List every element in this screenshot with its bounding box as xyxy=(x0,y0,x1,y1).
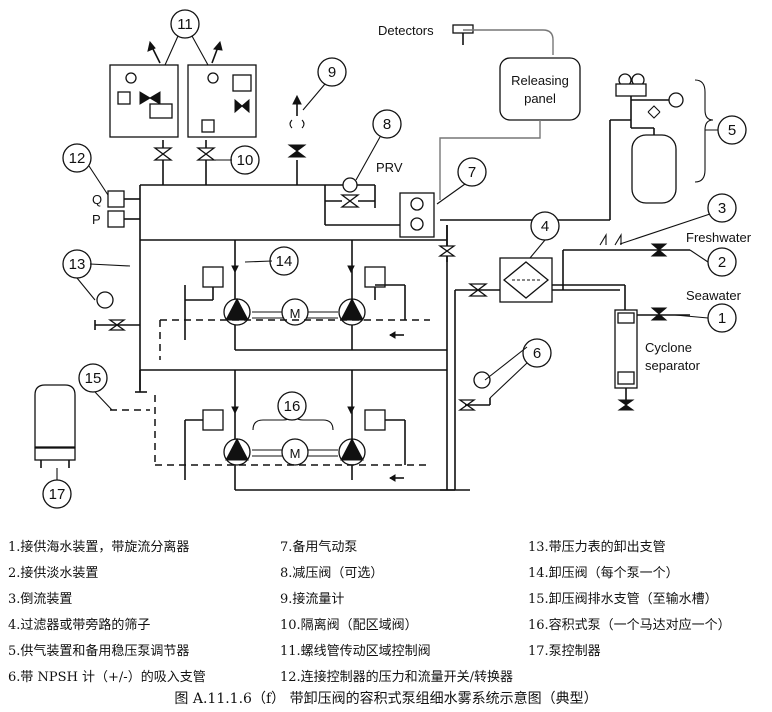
legend-item: 6.带 NPSH 计（+/-）的吸入支管 xyxy=(8,670,206,685)
branches xyxy=(94,291,491,411)
legend-item: 9.接流量计 xyxy=(280,592,345,607)
svg-text:Detectors: Detectors xyxy=(378,23,434,38)
legend-item: 5.供气装置和备用稳压泵调节器 xyxy=(8,644,190,659)
svg-text:10: 10 xyxy=(237,152,254,169)
svg-text:5: 5 xyxy=(728,122,736,139)
svg-text:17: 17 xyxy=(49,486,66,503)
svg-text:9: 9 xyxy=(328,64,336,81)
relief-valve-icon xyxy=(202,409,224,431)
legend-item: 17.泵控制器 xyxy=(528,644,601,659)
legend-item: 12.连接控制器的压力和流量开关/转换器 xyxy=(280,670,514,685)
schematic-diagram: M M xyxy=(34,9,752,509)
svg-text:14: 14 xyxy=(276,253,293,270)
motor-icon xyxy=(281,298,309,326)
flow-meter-valve-icon xyxy=(287,144,307,158)
svg-text:M: M xyxy=(290,306,301,321)
legend-item: 7.备用气动泵 xyxy=(280,540,358,555)
svg-text:4: 4 xyxy=(541,218,549,235)
figure-caption: 图 A.11.1.6（f） 带卸压阀的容积式泵组细水雾系统示意图（典型） xyxy=(174,691,598,707)
svg-text:Freshwater: Freshwater xyxy=(686,230,752,245)
svg-text:13: 13 xyxy=(69,256,86,273)
relief-valve-icon xyxy=(364,409,386,431)
svg-text:8: 8 xyxy=(383,116,391,133)
pump-unit-1: M xyxy=(159,240,430,360)
zone-control-valves xyxy=(109,40,307,161)
legend-item: 2.接供淡水装置 xyxy=(8,566,99,581)
svg-text:1: 1 xyxy=(718,310,726,327)
svg-text:Releasing: Releasing xyxy=(511,73,569,88)
motor-icon xyxy=(281,438,309,466)
release-system: Detectors Releasing panel xyxy=(378,23,581,200)
svg-text:16: 16 xyxy=(284,398,301,415)
svg-text:Q: Q xyxy=(92,192,102,207)
pump-unit-2: M xyxy=(110,370,430,490)
svg-text:15: 15 xyxy=(85,370,102,387)
svg-text:7: 7 xyxy=(468,164,476,181)
svg-text:separator: separator xyxy=(645,358,701,373)
relief-valve-icon xyxy=(364,266,386,288)
legend-item: 14.卸压阀（每个泵一个） xyxy=(528,566,679,581)
legend-item: 16.容积式泵（一个马达对应一个） xyxy=(528,618,731,633)
legend: 1.接供海水装置，带旋流分离器 2.接供淡水装置 3.倒流装置 4.过滤器或带旁… xyxy=(0,528,772,688)
pump-controller xyxy=(34,384,76,468)
svg-text:12: 12 xyxy=(69,150,86,167)
legend-item: 8.减压阀（可选） xyxy=(280,566,384,581)
relief-valve-icon xyxy=(202,266,224,288)
svg-text:Cyclone: Cyclone xyxy=(645,340,692,355)
switches: Q P xyxy=(92,190,140,228)
water-supply: Freshwater Seawater Cyclone separator xyxy=(468,230,752,411)
svg-text:2: 2 xyxy=(718,254,726,271)
svg-text:11: 11 xyxy=(177,16,193,33)
air-supply xyxy=(610,73,714,204)
legend-item: 10.隔离阀（配区域阀） xyxy=(280,618,418,633)
svg-text:panel: panel xyxy=(524,91,556,106)
legend-item: 15.卸压阀排水支管（至输水槽） xyxy=(528,592,718,607)
callouts: 1 2 3 4 5 6 7 8 9 10 11 12 13 14 15 16 1… xyxy=(42,9,747,509)
legend-item: 11.螺线管传动区域控制阀 xyxy=(280,644,431,659)
svg-text:Seawater: Seawater xyxy=(686,288,742,303)
valve-icon xyxy=(153,147,173,161)
prv: PRV xyxy=(325,160,403,208)
legend-item: 13.带压力表的卸出支管 xyxy=(528,540,666,555)
svg-text:P: P xyxy=(92,212,101,227)
svg-text:PRV: PRV xyxy=(376,160,403,175)
svg-text:M: M xyxy=(290,446,301,461)
valve-icon xyxy=(196,147,216,161)
legend-item: 3.倒流装置 xyxy=(8,592,73,607)
legend-item: 4.过滤器或带旁路的筛子 xyxy=(8,618,151,633)
air-pump xyxy=(399,192,457,257)
main-piping xyxy=(135,120,620,491)
svg-text:6: 6 xyxy=(533,345,541,362)
svg-text:3: 3 xyxy=(718,200,726,217)
legend-item: 1.接供海水装置，带旋流分离器 xyxy=(8,540,190,555)
